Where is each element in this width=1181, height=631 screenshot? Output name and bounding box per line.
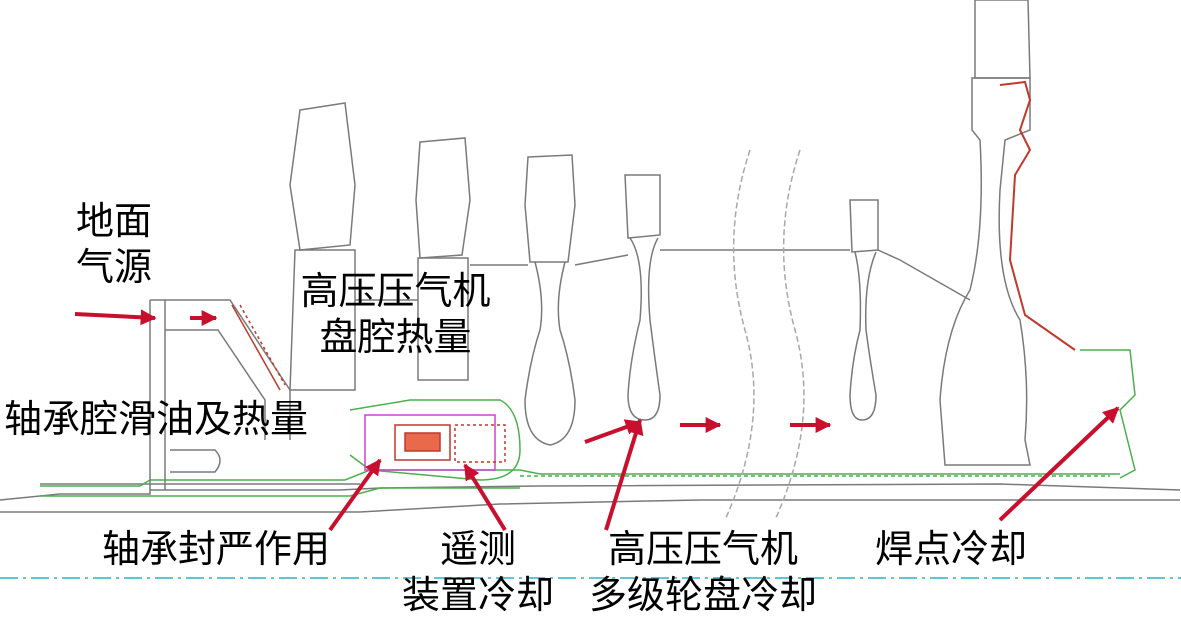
break-lines [724,149,805,521]
bearing-cavity [170,399,521,481]
flow-arrows [74,309,1120,532]
compressor-rotor [149,0,1031,490]
label-hpc-multistage-disk-cooling: 高压压气机 多级轮盘冷却 [588,527,817,617]
arrow-telemetry [463,463,507,532]
weld-cooling-line [999,80,1076,351]
label-weld-cooling: 焊点冷却 [875,527,1028,571]
arrow-sealing [328,458,382,532]
label-bearing-sealing: 轴承封严作用 [102,527,331,571]
arrow-disk-up [604,418,644,531]
arrow-weld [998,406,1120,522]
label-hpc-cavity-heat: 高压压气机 盘腔热量 [300,269,491,359]
arrow-ground-air [74,309,157,326]
bore-flow-path [40,349,1136,497]
label-ground-air-source: 地面 气源 [76,199,153,289]
shaft [0,483,1181,513]
label-telemetry-cooling: 遥测 装置冷却 [401,527,554,617]
label-bearing-cavity-oil-heat: 轴承腔滑油及热量 [4,397,309,441]
air-inlet-duct [165,299,291,440]
arrow-disk-1 [584,419,642,444]
